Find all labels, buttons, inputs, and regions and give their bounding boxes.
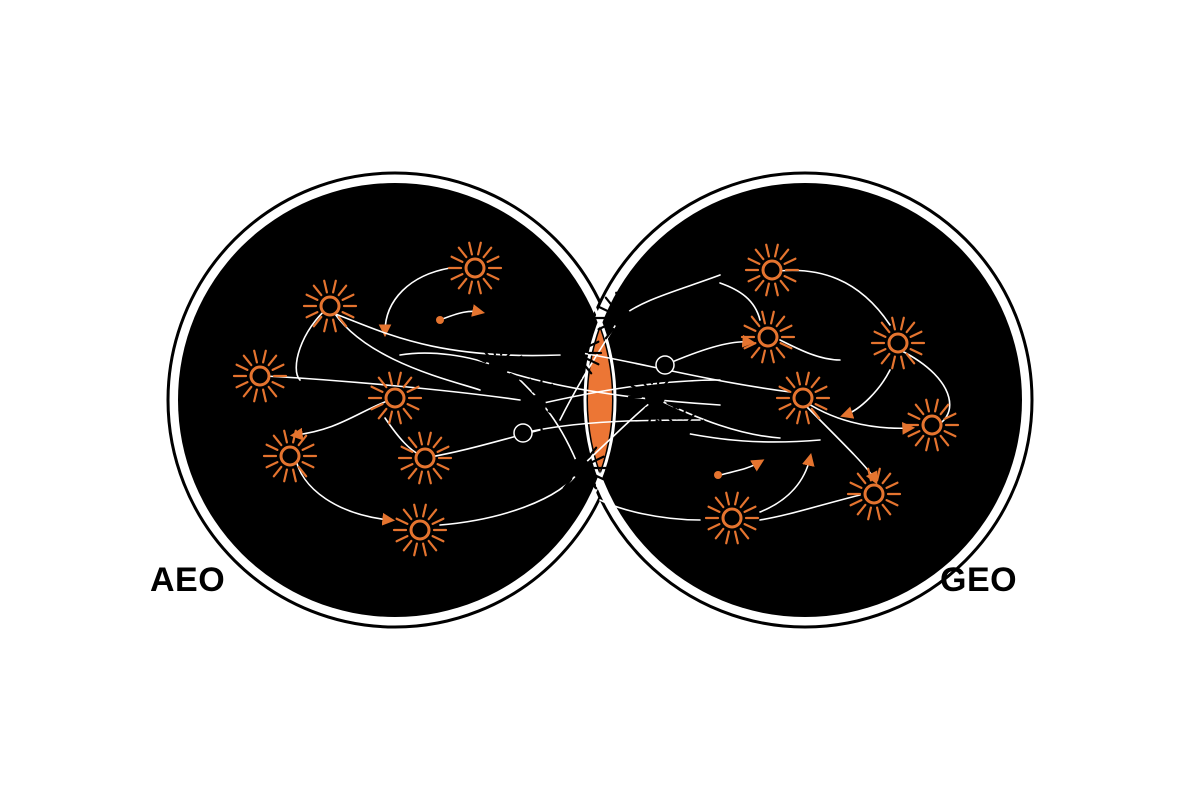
sunburst-node-icon	[627, 370, 683, 424]
sunburst-node-icon	[652, 405, 708, 459]
sunburst-node-icon	[870, 316, 926, 370]
sunburst-node-icon	[775, 371, 831, 425]
aeo-label: AEO	[150, 561, 226, 599]
geo-inner-ring	[583, 178, 1027, 622]
sunburst-node-icon	[547, 326, 603, 380]
sunburst-node-icon	[744, 243, 800, 297]
aeo-inner-ring	[173, 178, 617, 622]
geo-label: GEO	[940, 561, 1018, 599]
node-layer	[232, 241, 960, 557]
sunburst-node-icon	[262, 429, 318, 483]
sunburst-node-icon	[552, 441, 608, 495]
sunburst-node-icon	[470, 341, 526, 395]
sunburst-node-icon	[232, 349, 288, 403]
sunburst-node-icon	[392, 503, 448, 557]
dot-node	[714, 471, 722, 479]
sunburst-node-icon	[740, 310, 796, 364]
dot-node	[436, 316, 444, 324]
sunburst-node-icon	[846, 467, 902, 521]
dot-node	[513, 423, 533, 443]
sunburst-node-icon	[594, 291, 650, 345]
sunburst-node-icon	[704, 491, 760, 545]
sunburst-node-icon	[367, 371, 423, 425]
sunburst-node-icon	[397, 431, 453, 485]
sunburst-node-icon	[302, 279, 358, 333]
sunburst-node-icon	[447, 241, 503, 295]
sunburst-node-icon	[904, 398, 960, 452]
dot-node	[655, 355, 675, 375]
